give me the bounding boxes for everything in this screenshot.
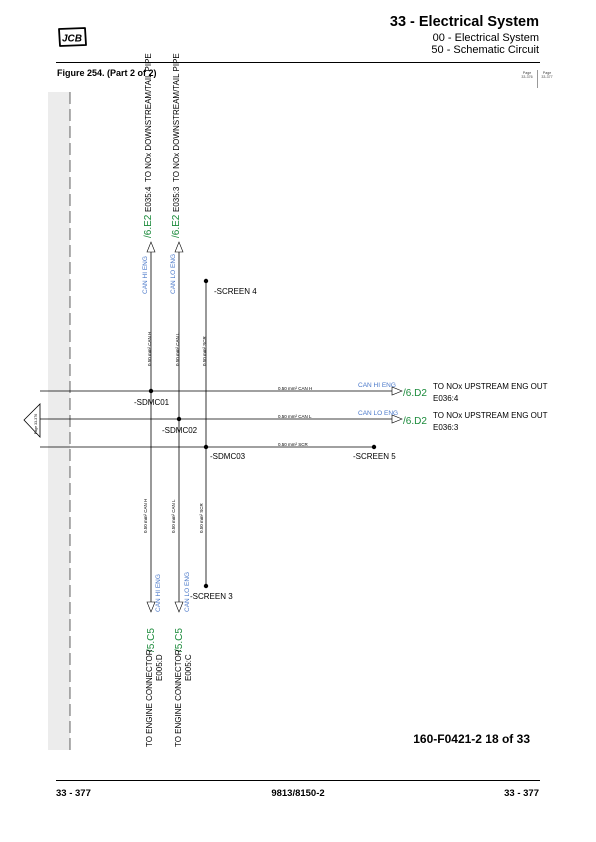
diagram-id: 160-F0421-2 18 of 33 (413, 732, 530, 746)
section-title: 33 - Electrical System (389, 14, 539, 30)
screen-5-dot (371, 444, 377, 450)
page-ref-divider (537, 70, 538, 88)
screen-3-dot (203, 583, 209, 589)
wire-size-label: 0.50 mm² CAN L (171, 499, 176, 533)
signal-label: CAN HI ENG (358, 382, 396, 389)
wire-size-label: 0.50 mm² CAN H (278, 386, 312, 391)
connector-id: E005:D (155, 654, 164, 681)
destination-label: TO NOx UPSTREAM ENG OUT (433, 382, 548, 391)
subsection-title: 00 - Electrical System (432, 32, 539, 44)
wire-size-label: 0.50 mm² CAN H (147, 332, 152, 366)
wire-size-label: 0.50 mm² CAN H (143, 499, 148, 533)
splice-label-sdmc02: -SDMC02 (162, 426, 198, 435)
right-wire-can-h: 0.50 mm² CAN H CAN HI ENG /6.D2 TO NOx U… (278, 382, 548, 403)
connector-id: E036:3 (433, 423, 459, 432)
arrow-right-can-h (391, 386, 403, 396)
signal-label: CAN LO ENG (358, 410, 398, 417)
splice-dot-sdmc03 (203, 444, 209, 450)
screen-label: -SCREEN 5 (353, 452, 396, 461)
top-wire-scr: -SCREEN 4 0.50 mm² SCR (202, 287, 257, 366)
header-rule (56, 62, 540, 63)
splice-label-sdmc01: -SDMC01 (134, 398, 170, 407)
diagram-margin (48, 92, 70, 750)
footer-page-left: 33 - 377 (56, 788, 91, 799)
bottom-wire-scr: 0.50 mm² SCR -SCREEN 3 (190, 502, 233, 601)
arrow-top-can-l (174, 241, 184, 253)
subsection-title-2: 50 - Schematic Circuit (431, 44, 539, 56)
offpage-ref: Page 33-376 (34, 414, 38, 435)
footer-rule (56, 780, 540, 781)
ref-label: /5.C5 (174, 628, 185, 652)
arrow-top-can-h (146, 241, 156, 253)
arrow-right-can-l (391, 414, 403, 424)
jcb-logo: JCB (58, 27, 87, 47)
splice-dot-sdmc01 (148, 388, 154, 394)
bottom-wire-can-h: 0.50 mm² CAN H CAN HI ENG /5.C5 TO ENGIN… (143, 499, 164, 747)
top-wire-can-h: /6.E2 E035:4 TO NOx DOWNSTREAM/TAIL PIPE… (142, 53, 154, 366)
signal-label: CAN LO ENG (184, 572, 191, 612)
connector-id: E035:4 (144, 186, 153, 212)
screen-label: -SCREEN 4 (214, 287, 257, 296)
ref-label: /6.D2 (403, 388, 427, 399)
ref-label: /6.E2 (171, 214, 182, 238)
wire-size-label: 0.50 mm² CAN L (278, 414, 312, 419)
wire-size-label: 0.50 mm² SCR (199, 502, 204, 533)
wire-size-label: 0.50 mm² SCR (202, 335, 207, 366)
screen-4-dot (203, 278, 209, 284)
signal-label: CAN HI ENG (155, 574, 162, 612)
splice-dot-sdmc02 (176, 416, 182, 422)
ref-label: /5.C5 (146, 628, 157, 652)
right-wire-can-l: 0.50 mm² CAN L CAN LO ENG /6.D2 TO NOx U… (278, 410, 548, 432)
connector-id: E035:3 (172, 186, 181, 212)
top-wire-can-l: /6.E2 E035:3 TO NOx DOWNSTREAM/TAIL PIPE… (170, 53, 182, 366)
footer-doc-number: 9813/8150-2 (271, 788, 325, 799)
figure-title: Figure 254. (Part 2 of 2) (57, 68, 157, 78)
ref-label: /6.D2 (403, 416, 427, 427)
arrow-bottom-can-h (146, 601, 156, 613)
logo-text: JCB (62, 34, 82, 45)
right-wire-scr: 0.50 mm² SCR -SCREEN 5 (278, 442, 396, 461)
destination-label: TO ENGINE CONNECTOR (145, 649, 154, 747)
signal-label: CAN LO ENG (170, 254, 177, 294)
offpage-arrow[interactable]: Page 33-376 (23, 403, 41, 439)
connector-id: E005:C (184, 654, 193, 681)
arrow-bottom-can-l (174, 601, 184, 613)
destination-label: TO NOx DOWNSTREAM/TAIL PIPE (144, 53, 153, 182)
wire-size-label: 0.50 mm² SCR (278, 442, 309, 447)
signal-label: CAN HI ENG (142, 256, 149, 294)
destination-label: TO NOx UPSTREAM ENG OUT (433, 411, 548, 420)
destination-label: TO NOx DOWNSTREAM/TAIL PIPE (172, 53, 181, 182)
wire-size-label: 0.50 mm² CAN L (175, 332, 180, 366)
splice-label-sdmc03: -SDMC03 (210, 452, 246, 461)
ref-label: /6.E2 (143, 214, 154, 238)
destination-label: TO ENGINE CONNECTOR (174, 649, 183, 747)
connector-id: E036:4 (433, 394, 459, 403)
screen-label: -SCREEN 3 (190, 592, 233, 601)
footer-page-right: 33 - 377 (504, 788, 539, 799)
bottom-wire-can-l: 0.50 mm² CAN L CAN LO ENG /5.C5 TO ENGIN… (171, 499, 193, 747)
